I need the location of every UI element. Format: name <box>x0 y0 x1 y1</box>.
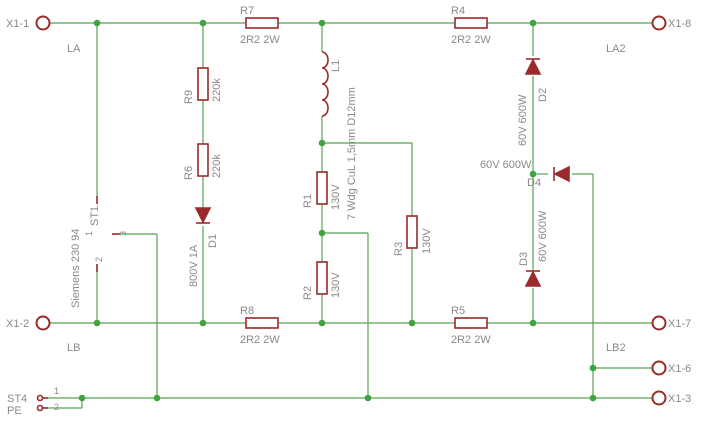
component-value: 2R2 2W <box>451 334 491 346</box>
junction-dot <box>318 139 326 147</box>
junction-dot <box>408 319 416 327</box>
connector-pin-x1-2[interactable]: X1-2 <box>6 315 51 331</box>
component-value: 2R2 2W <box>451 34 491 46</box>
pin-number: 1 <box>54 386 59 396</box>
junction-dot <box>318 319 326 327</box>
component-value: 7 Wdg CuL 1,5mm D12mm <box>346 87 358 220</box>
pin-number: 1 <box>84 231 94 236</box>
component-name: D4 <box>527 177 541 189</box>
connector-label: X1-3 <box>668 393 691 405</box>
junctions <box>78 19 597 402</box>
component-name: R3 <box>393 242 405 256</box>
diode-d2[interactable]: D2 60V 600W <box>517 58 549 146</box>
junction-dot <box>529 19 537 27</box>
junction-dot <box>318 19 326 27</box>
resistor-r2[interactable]: R2 130V <box>302 261 342 300</box>
net-label-lb2: LB2 <box>606 342 626 354</box>
component-value: 60V 600W <box>517 94 529 146</box>
wires <box>48 22 653 409</box>
component-name: D1 <box>207 234 219 248</box>
component-name: L1 <box>330 60 342 72</box>
diode-d1[interactable]: D1 800V 1A <box>188 207 219 287</box>
component-value: 800V 1A <box>188 244 200 287</box>
net-label-lb: LB <box>67 342 80 354</box>
resistor-r1[interactable]: R1 130V <box>302 171 342 210</box>
component-name: R1 <box>302 194 314 208</box>
connector-pin-x1-3[interactable]: X1-3 <box>651 390 692 406</box>
junction-dot <box>318 229 326 237</box>
resistor-r3[interactable]: R3 130V <box>393 215 433 256</box>
connector-pin-x1-8[interactable]: X1-8 <box>651 15 692 31</box>
component-name: ST1 <box>89 206 101 226</box>
component-value: 220k <box>211 78 223 102</box>
connector-label: X1-7 <box>668 318 691 330</box>
connector-label: X1-6 <box>668 363 691 375</box>
connector-pin-x1-6[interactable]: X1-6 <box>651 360 692 376</box>
junction-dot <box>364 394 372 402</box>
junction-dot <box>93 319 101 327</box>
connector-pin-x1-7[interactable]: X1-7 <box>651 315 692 331</box>
component-name: R6 <box>183 166 195 180</box>
component-value: 130V <box>421 228 433 254</box>
component-name: R4 <box>451 5 465 17</box>
resistor-r8[interactable]: R8 2R2 2W <box>240 305 280 346</box>
junction-dot <box>199 319 207 327</box>
component-value: 130V <box>330 184 342 210</box>
component-name: R2 <box>302 286 314 300</box>
component-value: 2R2 2W <box>240 334 280 346</box>
resistor-r7[interactable]: R7 2R2 2W <box>240 5 280 46</box>
pin-number: 3 <box>118 231 128 236</box>
connector-label: X1-1 <box>6 18 29 30</box>
net-label-la: LA <box>67 43 81 55</box>
component-name: D2 <box>537 88 549 102</box>
junction-dot <box>199 19 207 27</box>
diode-d3[interactable]: D3 60V 600W <box>518 210 549 287</box>
component-name: R5 <box>451 305 465 317</box>
component-name: R7 <box>240 5 254 17</box>
component-name: R9 <box>183 90 195 104</box>
junction-dot <box>93 19 101 27</box>
component-value: 220k <box>211 154 223 178</box>
connector-label: PE <box>7 405 22 417</box>
diode-d4[interactable]: D4 60V 600W <box>480 159 570 189</box>
component-name: R8 <box>240 305 254 317</box>
resistor-r4[interactable]: R4 2R2 2W <box>451 5 491 46</box>
connector-label: X1-8 <box>668 18 691 30</box>
junction-dot <box>153 394 161 402</box>
component-value: 60V 600W <box>537 210 549 262</box>
connector-label: X1-2 <box>6 318 29 330</box>
pin-number: 2 <box>54 402 59 412</box>
junction-dot <box>78 394 86 402</box>
junction-dot <box>529 319 537 327</box>
junction-dot <box>589 364 597 372</box>
connector-label: ST4 <box>7 393 27 405</box>
component-value: 130V <box>330 272 342 298</box>
junction-dot <box>529 170 537 178</box>
component-value: 2R2 2W <box>240 34 280 46</box>
resistor-r9[interactable]: R9 220k <box>183 67 223 104</box>
connector-st4-pe[interactable]: ST4 PE 1 2 <box>7 386 59 417</box>
resistor-r6[interactable]: R6 220k <box>183 143 223 180</box>
pin-number: 2 <box>94 257 104 262</box>
component-value: 60V 600W <box>480 159 532 171</box>
connector-pin-x1-1[interactable]: X1-1 <box>6 15 51 31</box>
resistor-r5[interactable]: R5 2R2 2W <box>451 305 491 346</box>
component-name: D3 <box>518 252 530 266</box>
component-value: Siemens 230 94 <box>70 229 82 309</box>
net-label-la2: LA2 <box>606 43 626 55</box>
junction-dot <box>589 394 597 402</box>
surge-arrester-st1[interactable]: ST1 Siemens 230 94 1 2 3 <box>70 196 128 308</box>
inductor-l1[interactable]: L1 7 Wdg CuL 1,5mm D12mm <box>321 51 358 220</box>
